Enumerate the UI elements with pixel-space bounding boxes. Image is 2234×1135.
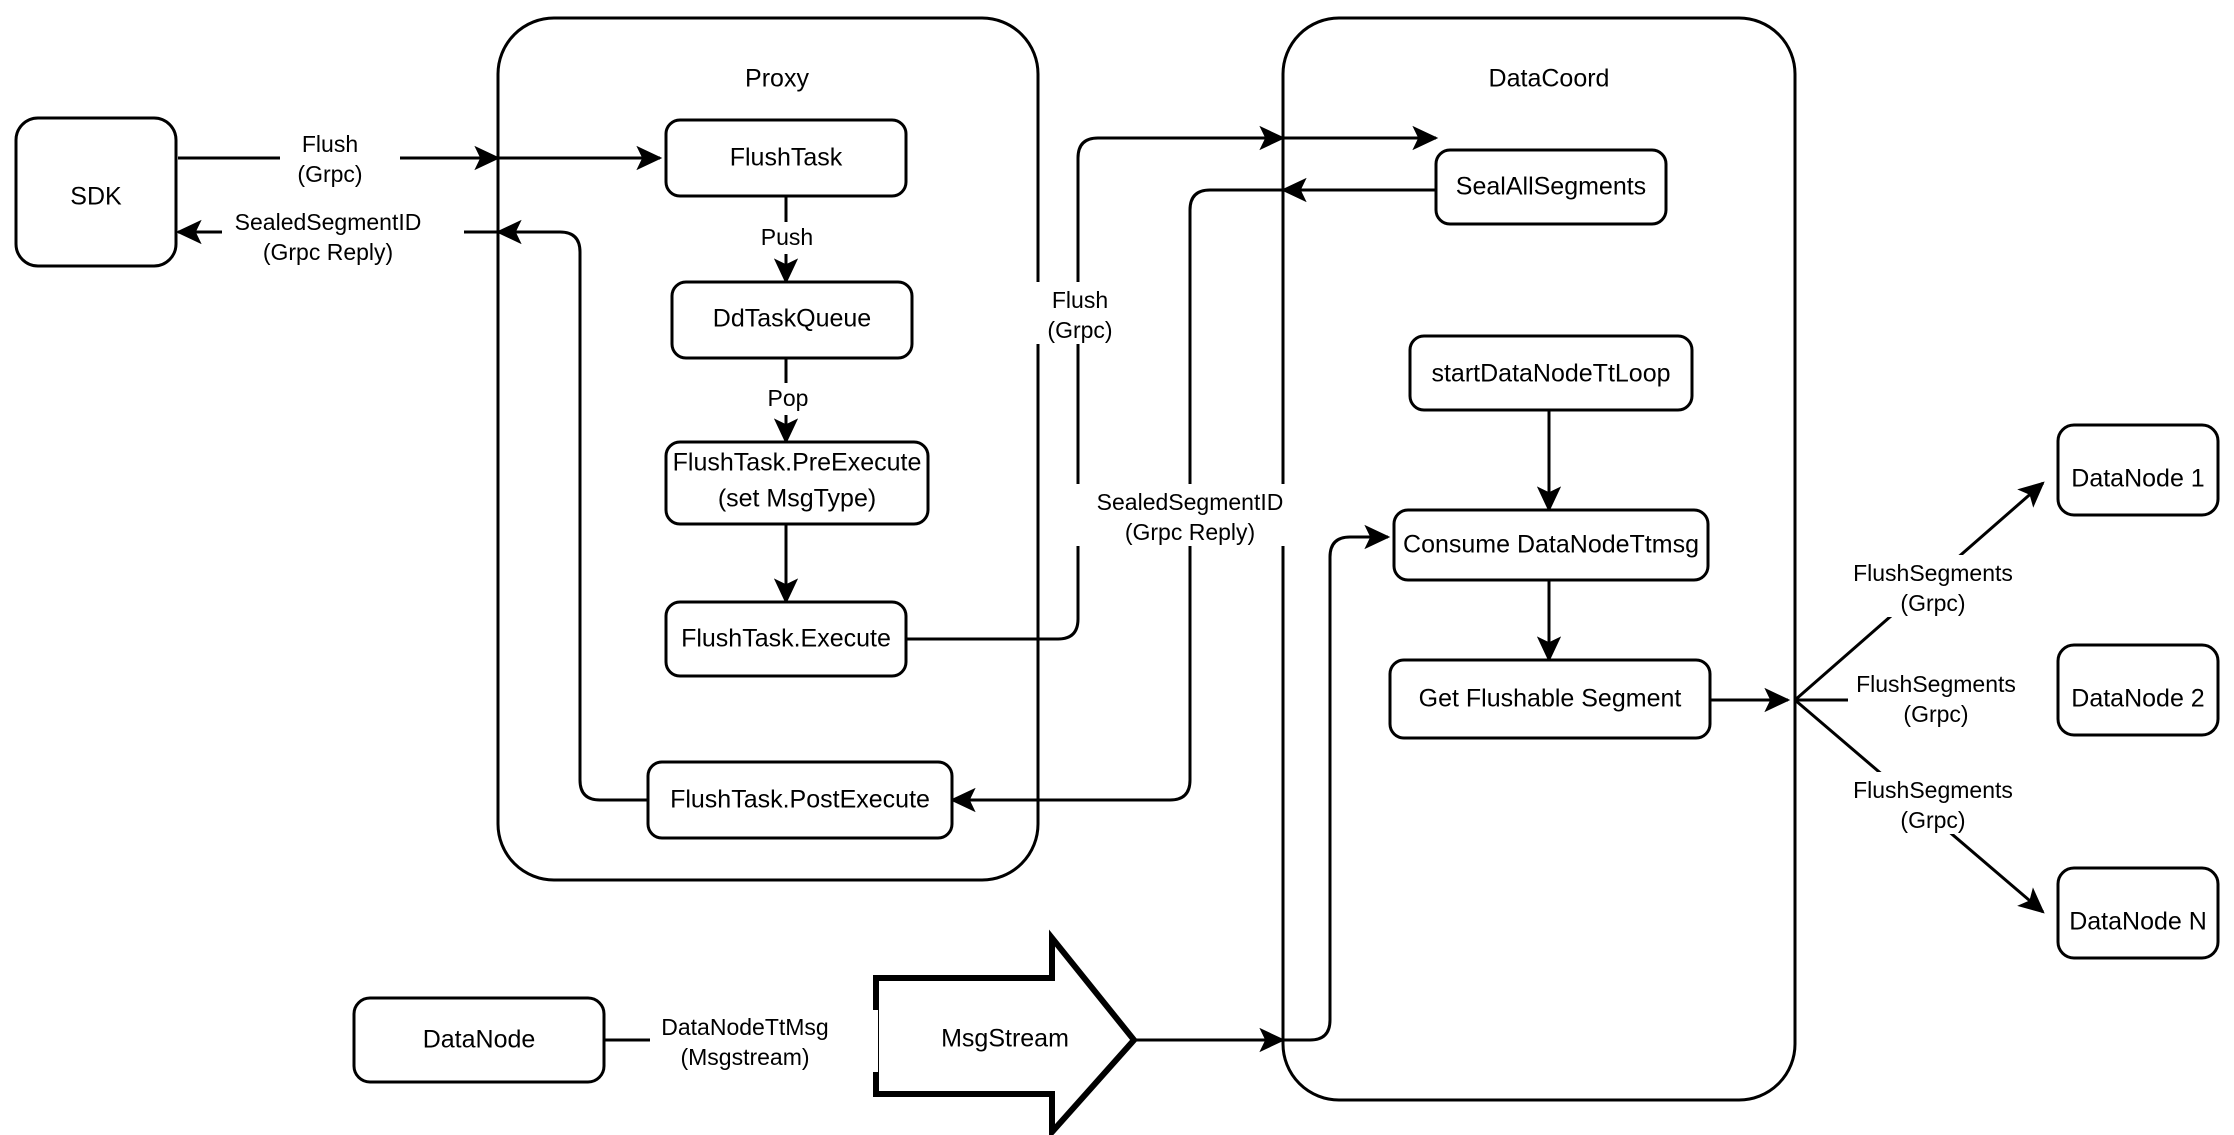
node-msgstream-shape[interactable] (873, 929, 1138, 1135)
node-datanode-2[interactable] (2056, 643, 2220, 737)
edge-label-proxy-flush-line1: Flush (1052, 287, 1108, 313)
label-bg-datanode-ttmsg (650, 1010, 878, 1072)
label-bg-flushsegments-n (1845, 772, 2047, 834)
edge-postexecute-to-sdk (175, 219, 648, 802)
node-get-flushable-segment[interactable] (1388, 658, 1712, 740)
container-proxy-label: Proxy (745, 65, 809, 93)
container-proxy (496, 16, 1040, 882)
edge-label-sealed-reply-line1: SealedSegmentID (235, 209, 422, 235)
node-flushtask-preexecute-label-line1: FlushTask.PreExecute (673, 449, 922, 477)
node-startdatanodettloop[interactable] (1408, 334, 1694, 412)
node-sdk[interactable] (14, 116, 178, 268)
node-datanode-n[interactable] (2056, 866, 2220, 960)
edge-label-flushsegments-n-line1: FlushSegments (1853, 777, 2013, 803)
node-datanode-n-label: DataNode N (2069, 908, 2207, 936)
label-bg-push (748, 222, 826, 254)
container-datacoord (1281, 16, 1797, 1102)
node-ddtaskqueue[interactable] (670, 280, 914, 360)
edge-label-datanode-ttmsg-line2: (Msgstream) (680, 1044, 809, 1070)
label-bg-pop (752, 383, 824, 415)
edge-label-proxy-flush-line2: (Grpc) (1047, 317, 1112, 343)
edge-label-datanode-ttmsg-line1: DataNodeTtMsg (661, 1014, 828, 1040)
edge-label-flush-grpc-line2: (Grpc) (297, 161, 362, 187)
node-datanode-source-label: DataNode (423, 1026, 536, 1054)
node-datanode-1[interactable] (2056, 423, 2220, 517)
label-bg-flush-grpc (280, 127, 400, 189)
edge-label-proxy-sealed-line1: SealedSegmentID (1097, 489, 1284, 515)
node-sealallsegments-label: SealAllSegments (1456, 173, 1646, 201)
label-bg-flushsegments-2 (1848, 666, 2050, 728)
edge-label-flushsegments-1-line1: FlushSegments (1853, 560, 2013, 586)
node-flushtask-label: FlushTask (730, 144, 843, 172)
edge-label-proxy-sealed-line2: (Grpc Reply) (1125, 519, 1255, 545)
node-consume-datanodettmsg-label: Consume DataNodeTtmsg (1403, 531, 1699, 559)
node-flushtask-execute[interactable] (664, 600, 908, 678)
container-datacoord-label: DataCoord (1489, 65, 1610, 93)
edge-execute-to-sealallsegments (906, 125, 1439, 641)
label-bg-sealed-reply (222, 205, 464, 267)
node-msgstream-label: MsgStream (941, 1025, 1069, 1053)
edge-label-flushsegments-1-line2: (Grpc) (1900, 590, 1965, 616)
edge-label-sealed-reply-line2: (Grpc Reply) (263, 239, 393, 265)
node-flushtask-postexecute-label: FlushTask.PostExecute (670, 786, 930, 814)
label-bg-proxy-sealed (1069, 484, 1313, 546)
edge-label-push: Push (761, 224, 813, 250)
node-consume-datanodettmsg[interactable] (1392, 508, 1710, 582)
node-startdatanodettloop-label: startDataNodeTtLoop (1431, 360, 1670, 388)
node-flushtask-preexecute-label-line2: (set MsgType) (718, 485, 876, 513)
node-datanode-2-label: DataNode 2 (2071, 685, 2204, 713)
edge-label-flush-grpc-line1: Flush (302, 131, 358, 157)
node-sdk-label: SDK (70, 183, 122, 211)
edge-label-flushsegments-2-line1: FlushSegments (1856, 671, 2016, 697)
node-flushtask-postexecute[interactable] (646, 760, 954, 840)
label-bg-proxy-flush (1022, 282, 1140, 344)
node-ddtaskqueue-label: DdTaskQueue (713, 305, 871, 333)
node-sealallsegments[interactable] (1434, 148, 1668, 226)
edge-label-flushsegments-n-line2: (Grpc) (1900, 807, 1965, 833)
edge-datacoord-edge-to-consume (1283, 524, 1391, 1042)
node-flushtask-execute-label: FlushTask.Execute (681, 625, 891, 653)
node-datanode-source[interactable] (352, 996, 606, 1084)
node-flushtask-preexecute[interactable] (664, 440, 930, 526)
edge-label-pop: Pop (768, 385, 809, 411)
node-flushtask[interactable] (664, 118, 908, 198)
label-bg-flushsegments-1 (1845, 555, 2047, 617)
node-get-flushable-segment-label: Get Flushable Segment (1419, 685, 1682, 713)
edge-label-flushsegments-2-line2: (Grpc) (1903, 701, 1968, 727)
node-datanode-1-label: DataNode 1 (2071, 465, 2204, 493)
